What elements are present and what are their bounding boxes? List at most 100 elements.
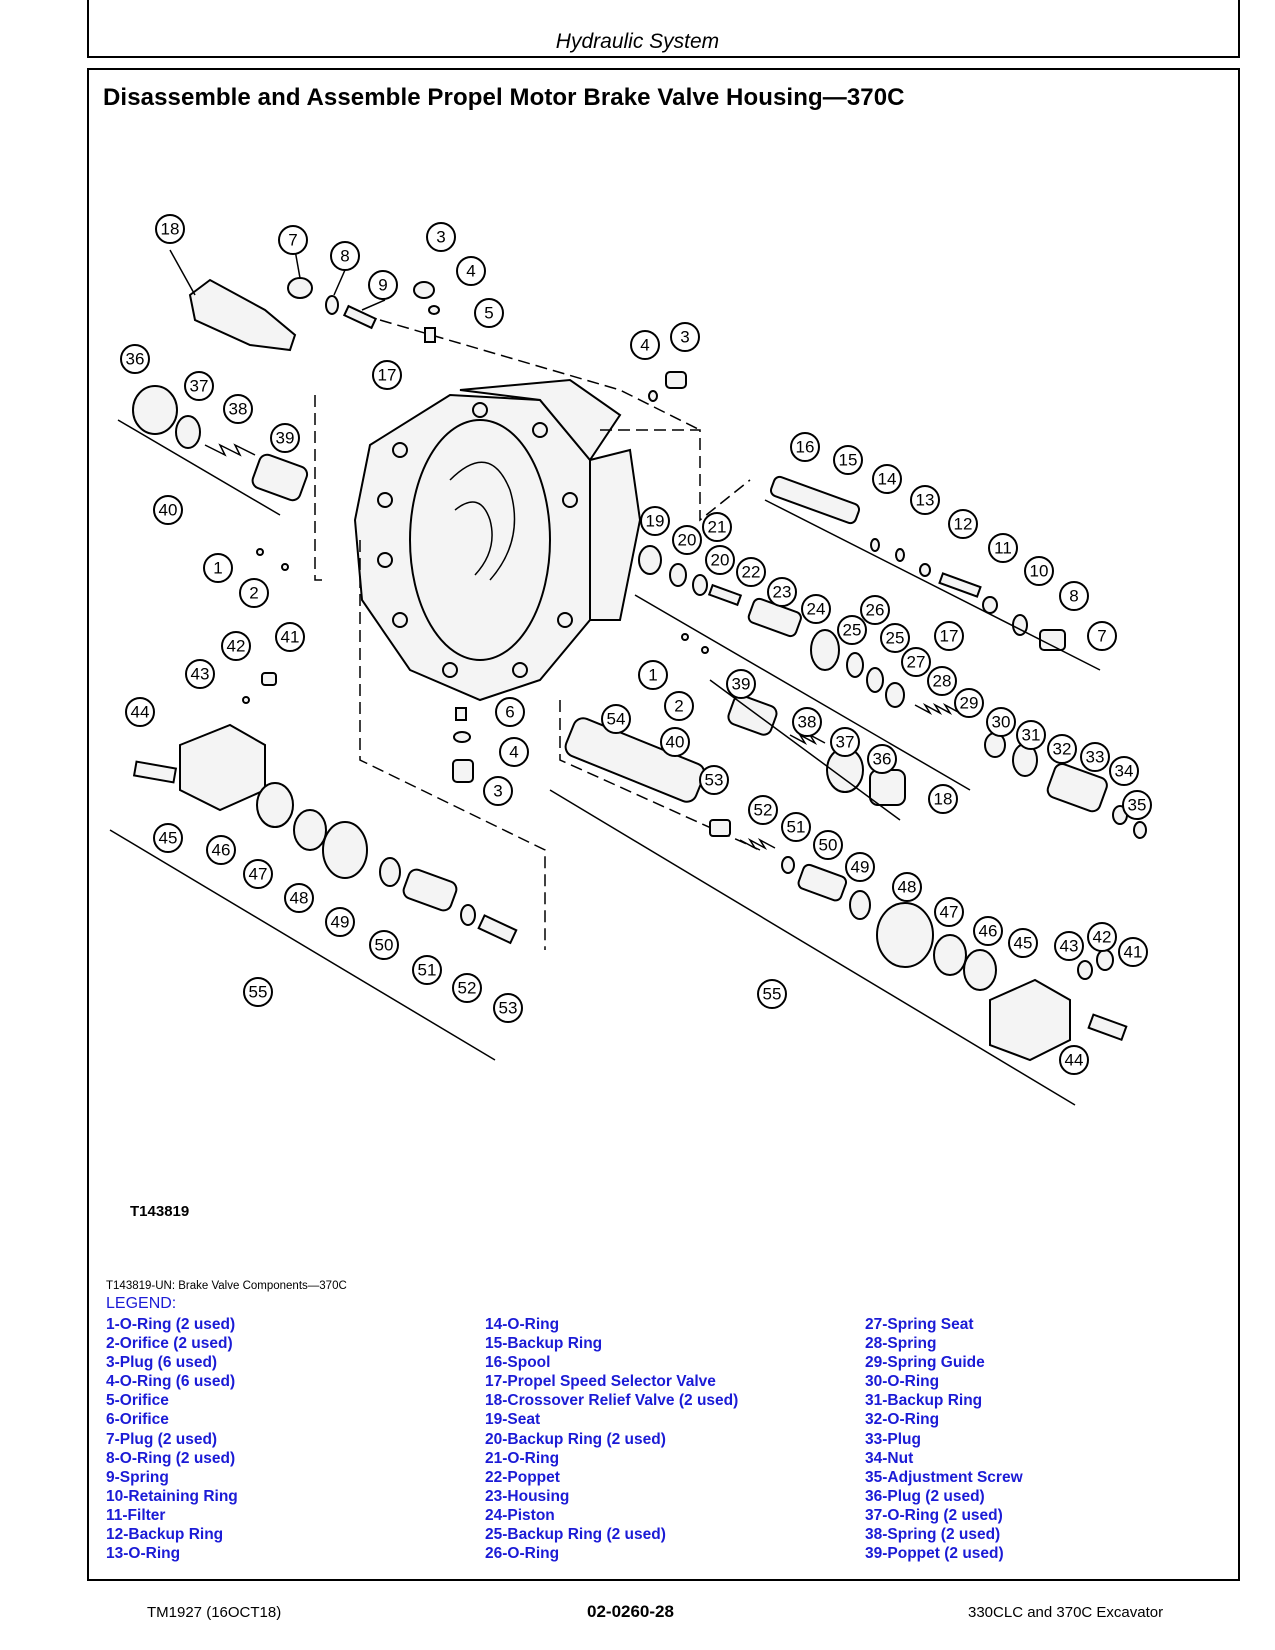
lower-left-assembly xyxy=(109,723,518,1061)
callout-5: 5 xyxy=(474,298,504,328)
callout-49b: 49 xyxy=(845,852,875,882)
legend-item: 29-Spring Guide xyxy=(865,1354,985,1372)
callout-1a: 1 xyxy=(203,553,233,583)
legend-item: 5-Orifice xyxy=(106,1392,169,1410)
legend-item: 21-O-Ring xyxy=(485,1449,560,1467)
callout-55b: 55 xyxy=(757,979,787,1009)
svg-text:17: 17 xyxy=(378,366,397,385)
legend-item: 24-Piston xyxy=(485,1506,555,1524)
svg-text:40: 40 xyxy=(159,501,178,520)
svg-text:47: 47 xyxy=(249,865,268,884)
svg-text:53: 53 xyxy=(499,999,518,1018)
callout-30: 30 xyxy=(986,707,1016,737)
svg-text:42: 42 xyxy=(227,637,246,656)
svg-text:52: 52 xyxy=(754,801,773,820)
callout-49a: 49 xyxy=(325,907,355,937)
callout-42a: 42 xyxy=(221,631,251,661)
svg-text:50: 50 xyxy=(819,836,838,855)
svg-text:16: 16 xyxy=(796,438,815,457)
legend-item: 12-Backup Ring xyxy=(106,1526,224,1544)
callout-46a: 46 xyxy=(206,835,236,865)
svg-text:12: 12 xyxy=(954,515,973,534)
callout-8a: 8 xyxy=(330,241,360,271)
right-spool-assembly xyxy=(764,475,1101,671)
svg-text:36: 36 xyxy=(126,350,145,369)
callout-33: 33 xyxy=(1080,742,1110,772)
callout-3a: 3 xyxy=(426,222,456,252)
svg-text:38: 38 xyxy=(229,400,248,419)
legend-item: 17-Propel Speed Selector Valve xyxy=(485,1373,716,1391)
right-relief-valve-assembly xyxy=(634,545,1147,839)
svg-text:8: 8 xyxy=(340,247,349,266)
callout-10: 10 xyxy=(1024,556,1054,586)
left-orifices xyxy=(242,548,709,783)
legend-item: 30-O-Ring xyxy=(865,1373,940,1391)
legend-item: 34-Nut xyxy=(865,1449,914,1467)
svg-text:38: 38 xyxy=(798,713,817,732)
callout-7a: 7 xyxy=(278,225,308,255)
svg-text:3: 3 xyxy=(493,782,502,801)
svg-text:31: 31 xyxy=(1022,726,1041,745)
callout-2a: 2 xyxy=(239,578,269,608)
legend-item: 26-O-Ring xyxy=(485,1545,560,1563)
svg-text:1: 1 xyxy=(648,666,657,685)
svg-text:21: 21 xyxy=(708,518,727,537)
svg-text:55: 55 xyxy=(763,985,782,1004)
svg-text:13: 13 xyxy=(916,491,935,510)
callout-25b: 25 xyxy=(880,623,910,653)
callout-35: 35 xyxy=(1122,790,1152,820)
callout-15: 15 xyxy=(833,445,863,475)
left-valve-assembly xyxy=(117,385,309,516)
lower-right-assembly xyxy=(549,717,1128,1106)
callout-23: 23 xyxy=(767,577,797,607)
callout-40b: 40 xyxy=(660,727,690,757)
svg-text:18: 18 xyxy=(934,790,953,809)
svg-text:37: 37 xyxy=(190,377,209,396)
footer-page-number: 02-0260-28 xyxy=(587,1602,674,1621)
legend-title: LEGEND: xyxy=(106,1295,177,1312)
svg-text:27: 27 xyxy=(907,653,926,672)
callout-20a: 20 xyxy=(672,525,702,555)
callout-28: 28 xyxy=(927,666,957,696)
callout-13: 13 xyxy=(910,485,940,515)
svg-text:29: 29 xyxy=(960,694,979,713)
svg-text:49: 49 xyxy=(331,913,350,932)
callout-41b: 41 xyxy=(1118,937,1148,967)
svg-text:24: 24 xyxy=(807,600,826,619)
callout-36b: 36 xyxy=(867,744,897,774)
legend-item: 31-Backup Ring xyxy=(865,1392,983,1410)
svg-text:4: 4 xyxy=(640,336,649,355)
svg-text:52: 52 xyxy=(458,979,477,998)
svg-text:7: 7 xyxy=(288,231,297,250)
legend-item: 9-Spring xyxy=(106,1468,169,1486)
callout-50b: 50 xyxy=(813,830,843,860)
legend-item: 10-Retaining Ring xyxy=(106,1487,238,1505)
callout-42b: 42 xyxy=(1087,922,1117,952)
legend-item: 14-O-Ring xyxy=(485,1316,560,1333)
callout-47b: 47 xyxy=(934,897,964,927)
svg-text:48: 48 xyxy=(898,878,917,897)
brake-valve-housing xyxy=(353,378,642,702)
svg-text:33: 33 xyxy=(1086,748,1105,767)
svg-text:19: 19 xyxy=(646,512,665,531)
footer-manual-id: TM1927 (16OCT18) xyxy=(147,1604,282,1621)
svg-text:41: 41 xyxy=(1124,943,1143,962)
svg-text:3: 3 xyxy=(680,328,689,347)
svg-text:28: 28 xyxy=(933,672,952,691)
callout-52b: 52 xyxy=(748,795,778,825)
svg-text:4: 4 xyxy=(466,262,475,281)
callout-18a: 18 xyxy=(155,214,185,244)
callout-39b: 39 xyxy=(726,669,756,699)
legend-item: 1-O-Ring (2 used) xyxy=(106,1316,236,1333)
callout-47a: 47 xyxy=(243,859,273,889)
callout-46b: 46 xyxy=(973,916,1003,946)
callout-25a: 25 xyxy=(837,615,867,645)
figure-caption: T143819-UN: Brake Valve Components—370C xyxy=(106,1280,347,1292)
callout-37b: 37 xyxy=(830,727,860,757)
header-frame xyxy=(87,0,1240,58)
callout-41a: 41 xyxy=(275,622,305,652)
legend-item: 23-Housing xyxy=(485,1487,570,1505)
legend-item: 8-O-Ring (2 used) xyxy=(106,1449,236,1467)
svg-text:7: 7 xyxy=(1097,627,1106,646)
legend-item: 38-Spring (2 used) xyxy=(865,1526,1001,1544)
